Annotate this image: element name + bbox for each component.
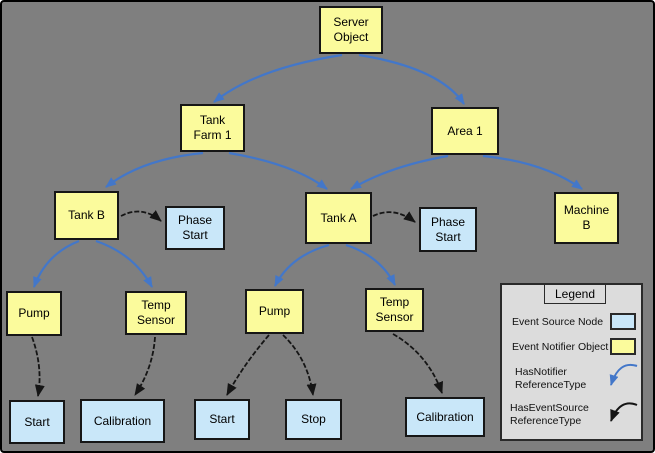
edge-tanka-to-phasestart-right (372, 211, 416, 223)
node-start-mid: Start (194, 399, 250, 440)
edge-tanka-to-tempsensor-right (345, 243, 396, 286)
node-start-left: Start (9, 400, 65, 444)
node-server-object: Server Object (319, 6, 383, 54)
edge-tankfarm1-to-tanka (228, 151, 328, 190)
edge-area1-to-tanka (350, 154, 449, 190)
edge-tankfarm1-to-tankb (105, 151, 204, 188)
edge-tempsensor-left-to-calibration-left (134, 336, 156, 396)
legend-title: Legend (544, 284, 606, 304)
has-event-source-arrow-icon (610, 402, 638, 422)
edge-tanka-to-pump-mid (274, 243, 330, 287)
node-calibration-right: Calibration (405, 397, 485, 437)
edge-tankb-to-tempsensor-left (95, 239, 153, 288)
legend-label-event-notifier-object: Event Notifier Object (512, 341, 609, 353)
edge-server-to-tankfarm1 (213, 53, 343, 103)
node-pump-left: Pump (6, 291, 62, 336)
edge-pump-left-to-start-left (31, 336, 45, 397)
legend-swatch-event-source-node (610, 313, 636, 330)
node-calibration-left: Calibration (80, 399, 165, 443)
node-temp-sensor-left: Temp Sensor (125, 291, 187, 335)
edge-server-to-area1 (358, 53, 465, 105)
has-notifier-arrow-icon (609, 363, 638, 386)
node-area-1: Area 1 (431, 107, 499, 155)
edge-area1-to-machineb (482, 154, 583, 190)
legend-label-event-source-node: Event Source Node (512, 316, 604, 328)
legend-label-has-notifier: HasNotifier ReferenceType (515, 366, 587, 392)
node-pump-mid: Pump (245, 289, 304, 334)
node-phase-start-right: Phase Start (419, 207, 477, 252)
node-tank-b: Tank B (54, 191, 119, 240)
edge-pump-mid-to-stop (282, 334, 317, 396)
node-temp-sensor-right: Temp Sensor (365, 288, 424, 332)
edge-tempsensor-right-to-calibration-right (392, 333, 443, 394)
node-tank-farm-1: Tank Farm 1 (180, 104, 245, 152)
edge-tankb-to-pump-left (32, 239, 80, 288)
legend-swatch-event-notifier-object (610, 338, 636, 355)
legend: Legend Event Source Node Event Notifier … (500, 283, 643, 441)
node-machine-b: Machine B (554, 192, 619, 244)
node-stop: Stop (285, 399, 342, 440)
node-tank-a: Tank A (305, 192, 372, 244)
node-phase-start-left: Phase Start (165, 206, 225, 250)
legend-label-has-event-source: HasEventSource ReferenceType (510, 402, 589, 428)
edge-tankb-to-phasestart-left (120, 210, 162, 222)
edge-pump-mid-to-start-mid (226, 334, 270, 396)
